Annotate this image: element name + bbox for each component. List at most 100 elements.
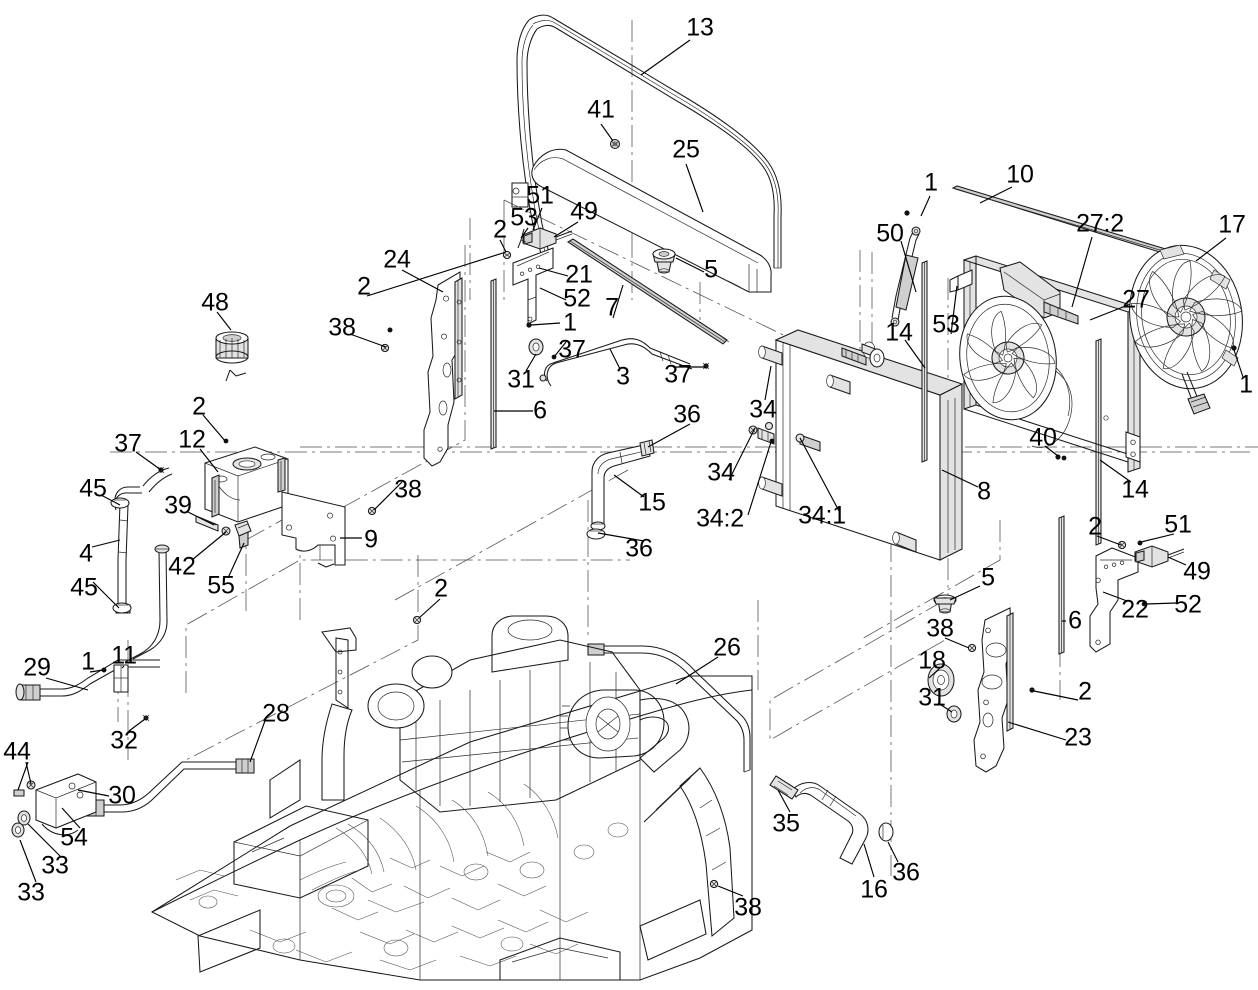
callout-11[interactable]: 11	[111, 641, 137, 670]
callout-30[interactable]: 30	[108, 781, 136, 810]
callout-52-a[interactable]: 52	[563, 284, 591, 313]
part-30-54-44-33-block	[11, 773, 97, 838]
callout-33-a[interactable]: 33	[41, 851, 69, 880]
callout-12[interactable]: 12	[178, 425, 206, 454]
callout-41[interactable]: 41	[587, 95, 615, 124]
callout-31-a[interactable]: 31	[507, 365, 535, 394]
callout-18[interactable]: 18	[918, 646, 946, 675]
callout-7[interactable]: 7	[605, 293, 619, 322]
callout-21[interactable]: 21	[565, 260, 593, 289]
part-34-1-fitting-lower	[795, 433, 821, 452]
callout-1-b[interactable]: 1	[563, 308, 577, 337]
shroud-fan	[959, 295, 1057, 421]
callout-10[interactable]: 10	[1006, 160, 1034, 189]
callout-27[interactable]: 27	[1122, 285, 1150, 314]
callout-44[interactable]: 44	[3, 737, 31, 766]
callout-26[interactable]: 26	[713, 633, 741, 662]
callout-52-b[interactable]: 52	[1174, 590, 1202, 619]
part-11-tube-long	[124, 544, 170, 663]
callout-34-b[interactable]: 34	[707, 458, 735, 487]
callout-17[interactable]: 17	[1218, 210, 1246, 239]
callout-51-b[interactable]: 51	[1164, 510, 1192, 539]
part-38-bolt-left	[380, 327, 393, 353]
callout-53-a[interactable]: 53	[510, 203, 538, 232]
callout-22[interactable]: 22	[1121, 595, 1149, 624]
callout-23[interactable]: 23	[1064, 723, 1092, 752]
callout-15[interactable]: 15	[638, 488, 666, 517]
part-6-seal-strip-left	[490, 278, 497, 450]
part-12-expansion-tank	[204, 438, 289, 523]
callout-34-2[interactable]: 34:2	[696, 504, 744, 533]
part-36-clamp-upper	[639, 439, 655, 457]
callout-32[interactable]: 32	[110, 726, 138, 755]
callout-49-b[interactable]: 49	[1183, 557, 1211, 586]
callout-14-b[interactable]: 14	[1121, 475, 1149, 504]
callout-37-a[interactable]: 37	[558, 335, 586, 364]
callout-9[interactable]: 9	[364, 525, 378, 554]
callout-54[interactable]: 54	[60, 823, 88, 852]
callout-2-b[interactable]: 2	[357, 272, 371, 301]
callout-2-e[interactable]: 2	[434, 574, 448, 603]
callout-13[interactable]: 13	[686, 13, 714, 42]
callout-6-a[interactable]: 6	[533, 396, 547, 425]
callout-36-b[interactable]: 36	[625, 534, 653, 563]
callout-40[interactable]: 40	[1029, 423, 1057, 452]
callout-1-d[interactable]: 1	[81, 647, 95, 676]
callout-35[interactable]: 35	[772, 809, 800, 838]
callout-45-b[interactable]: 45	[70, 573, 98, 602]
part-38-bolt-lower	[709, 879, 719, 889]
callout-1-a[interactable]: 1	[924, 168, 938, 197]
callout-2-a[interactable]: 2	[493, 215, 507, 244]
callout-29[interactable]: 29	[23, 653, 51, 682]
callout-1-c[interactable]: 1	[1239, 370, 1253, 399]
callout-37-c[interactable]: 37	[114, 429, 142, 458]
callout-55[interactable]: 55	[207, 571, 235, 600]
callout-34-a[interactable]: 34	[749, 395, 777, 424]
part-45-clamps	[110, 497, 132, 614]
callout-25[interactable]: 25	[672, 135, 700, 164]
part-50-strut	[890, 210, 921, 327]
callout-2-f[interactable]: 2	[1078, 677, 1092, 706]
callout-2-c[interactable]: 2	[192, 392, 206, 421]
callout-38-a[interactable]: 38	[328, 313, 356, 342]
callout-14-a[interactable]: 14	[885, 318, 913, 347]
part-11-clip	[101, 664, 150, 722]
callout-36-c[interactable]: 36	[892, 858, 920, 887]
part-48-cap	[215, 331, 249, 382]
callout-36-a[interactable]: 36	[673, 400, 701, 429]
callout-49-a[interactable]: 49	[570, 197, 598, 226]
callout-33-b[interactable]: 33	[17, 878, 45, 907]
callout-34-1[interactable]: 34:1	[798, 501, 846, 530]
part-7-rod	[567, 238, 730, 345]
callout-42[interactable]: 42	[168, 552, 196, 581]
callout-8[interactable]: 8	[977, 477, 991, 506]
callout-31-b[interactable]: 31	[918, 683, 946, 712]
part-9-bracket	[281, 491, 377, 568]
callout-37-b[interactable]: 37	[664, 360, 692, 389]
part-36-clamp-lower-hose	[878, 822, 894, 842]
callout-38-d[interactable]: 38	[734, 893, 762, 922]
part-24-left-panel	[423, 271, 463, 467]
callout-5-b[interactable]: 5	[981, 563, 995, 592]
callout-27-2[interactable]: 27:2	[1076, 209, 1124, 238]
part-14-strip-left	[921, 260, 928, 463]
callout-6-b[interactable]: 6	[1068, 606, 1082, 635]
callout-5-a[interactable]: 5	[704, 255, 718, 284]
callout-4-a[interactable]: 4	[79, 539, 93, 568]
callout-53-b[interactable]: 53	[932, 310, 960, 339]
part-26-tube	[587, 643, 751, 773]
callout-16[interactable]: 16	[860, 875, 888, 904]
callout-2-d[interactable]: 2	[1088, 512, 1102, 541]
part-5-grommet-upper	[652, 248, 676, 274]
callout-38-c[interactable]: 38	[926, 614, 954, 643]
callout-3[interactable]: 3	[616, 362, 630, 391]
callout-51-a[interactable]: 51	[526, 181, 554, 210]
callout-24[interactable]: 24	[383, 245, 411, 274]
callout-28[interactable]: 28	[262, 699, 290, 728]
callout-45-a[interactable]: 45	[79, 474, 107, 503]
callout-48[interactable]: 48	[201, 288, 229, 317]
callout-50[interactable]: 50	[876, 219, 904, 248]
callout-39[interactable]: 39	[164, 491, 192, 520]
callout-38-b[interactable]: 38	[394, 475, 422, 504]
